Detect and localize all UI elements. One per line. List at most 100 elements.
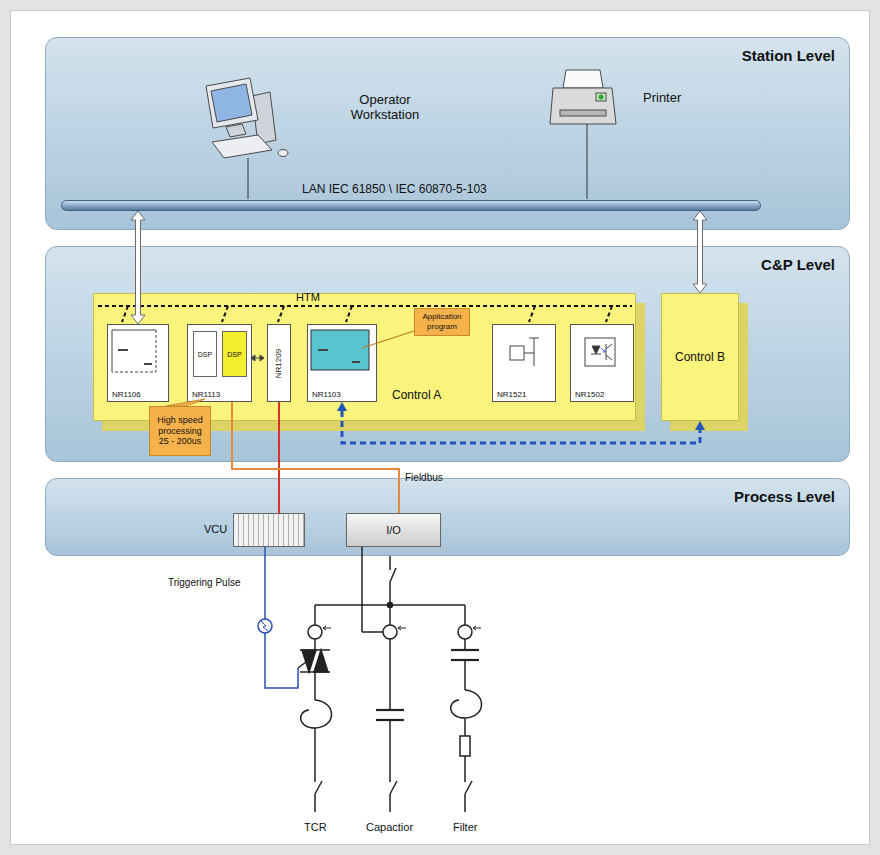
- printer-icon: [550, 70, 616, 124]
- module-label: NR1521: [497, 390, 526, 399]
- module-symbol: [311, 330, 369, 370]
- single-line-diagram: [376, 709, 404, 711]
- single-line-diagram: [458, 625, 472, 639]
- htm-bus: [278, 306, 284, 322]
- module-symbol: [118, 349, 128, 351]
- cubicle-label: Control A: [392, 388, 441, 402]
- callout-leader: [362, 331, 414, 348]
- dsp-chip: DSP: [193, 331, 217, 377]
- device-label: Operator Workstation: [335, 92, 435, 122]
- callout-text: High speed processing 25 - 200us: [152, 415, 208, 447]
- module-symbol: [524, 338, 534, 366]
- single-line-diagram: [389, 794, 391, 812]
- module-symbol: [318, 349, 328, 351]
- printer-icon: [563, 70, 603, 88]
- double-arrow: [131, 211, 145, 324]
- module-symbol: [352, 361, 360, 363]
- single-line-diagram: [464, 794, 466, 812]
- single-line-diagram: [451, 649, 479, 651]
- lan-drop-line: [248, 158, 249, 199]
- connector: [232, 402, 399, 513]
- single-line-diagram: [298, 547, 482, 812]
- single-line-diagram: [451, 690, 482, 718]
- chip-label: DSP: [198, 351, 212, 358]
- callout-text: Application program: [417, 312, 467, 331]
- branch-label: Filter: [453, 821, 477, 833]
- trigger-fibre: [258, 619, 272, 633]
- module-symbol: [112, 330, 156, 372]
- module-symbol: [251, 355, 255, 361]
- module-symbol: [510, 346, 524, 360]
- module-label: NR1209: [275, 348, 284, 377]
- level-band: Process LevelVCUI/O: [45, 478, 850, 556]
- single-line-diagram: [398, 626, 406, 630]
- single-line-diagram: [314, 728, 316, 782]
- callout-pointer: [166, 399, 205, 406]
- single-line-diagram: [473, 626, 481, 630]
- workstation-icon: [252, 92, 276, 144]
- module-symbol: [260, 355, 264, 361]
- trigger-fibre: [264, 547, 266, 619]
- single-line-diagram: [464, 639, 466, 650]
- chip-label: DSP: [227, 351, 241, 358]
- callout-box: Application program: [414, 308, 470, 336]
- level-band: C&P LevelControl ANR1106NR1113DSPDSPNR12…: [45, 246, 850, 462]
- connector: [337, 402, 705, 443]
- workstation-icon: [206, 78, 258, 128]
- single-line-diagram: [464, 660, 466, 690]
- single-line-diagram: [315, 604, 465, 606]
- device-label: VCU: [204, 523, 227, 535]
- single-line-diagram: [388, 603, 393, 608]
- single-line-diagram: [300, 671, 330, 673]
- single-line-diagram: [302, 650, 316, 672]
- callout-box: High speed processing 25 - 200us: [149, 406, 211, 456]
- lan-drop-line: [587, 124, 588, 199]
- single-line-diagram: [464, 605, 466, 625]
- single-line-diagram: [314, 639, 316, 650]
- htm-bus: [98, 306, 632, 322]
- connector: [279, 402, 280, 513]
- connector-line: [232, 402, 399, 513]
- band-title: Process Level: [734, 488, 835, 505]
- workstation-icon: [206, 78, 288, 158]
- workstation-icon: [278, 150, 288, 157]
- signal-label: Triggering Pulse: [168, 577, 240, 588]
- module-label: NR1106: [112, 390, 141, 399]
- trigger-fibre: [265, 633, 298, 688]
- single-line-diagram: [390, 568, 396, 582]
- single-line-diagram: [361, 547, 363, 632]
- single-line-diagram: [464, 756, 466, 782]
- htm-bus: [222, 306, 228, 322]
- single-line-diagram: [300, 649, 330, 651]
- connector-line: [342, 411, 700, 443]
- module-label: NR1103: [312, 390, 341, 399]
- printer-icon: [596, 93, 606, 101]
- single-line-diagram: [464, 718, 466, 736]
- control-cubicle: Control B: [661, 293, 739, 421]
- edge-label: Fieldbus: [405, 472, 443, 483]
- single-line-diagram: [451, 659, 479, 661]
- arrow-head: [337, 402, 347, 411]
- single-line-diagram: [308, 625, 322, 639]
- htm-bus: [606, 306, 612, 322]
- single-line-diagram: [390, 781, 397, 794]
- module-symbol: [529, 338, 539, 339]
- module-symbol: [585, 338, 615, 366]
- module-card: NR1502: [570, 324, 634, 402]
- vcu-rack: VCU: [233, 513, 305, 547]
- printer-icon: [599, 95, 604, 100]
- htm-bus: [529, 306, 535, 322]
- connector-line: [278, 402, 280, 513]
- module-card: NR1106: [107, 324, 169, 402]
- connector: [693, 211, 707, 293]
- band-title: C&P Level: [761, 256, 835, 273]
- single-line-diagram: [298, 662, 306, 668]
- module-symbol: [606, 344, 607, 360]
- lan-bus: LAN IEC 61850 \ IEC 60870-5-103: [61, 200, 761, 211]
- module-symbol: [601, 348, 605, 352]
- single-line-diagram: [389, 605, 391, 625]
- module-symbol: [591, 354, 601, 355]
- connector: [131, 211, 145, 324]
